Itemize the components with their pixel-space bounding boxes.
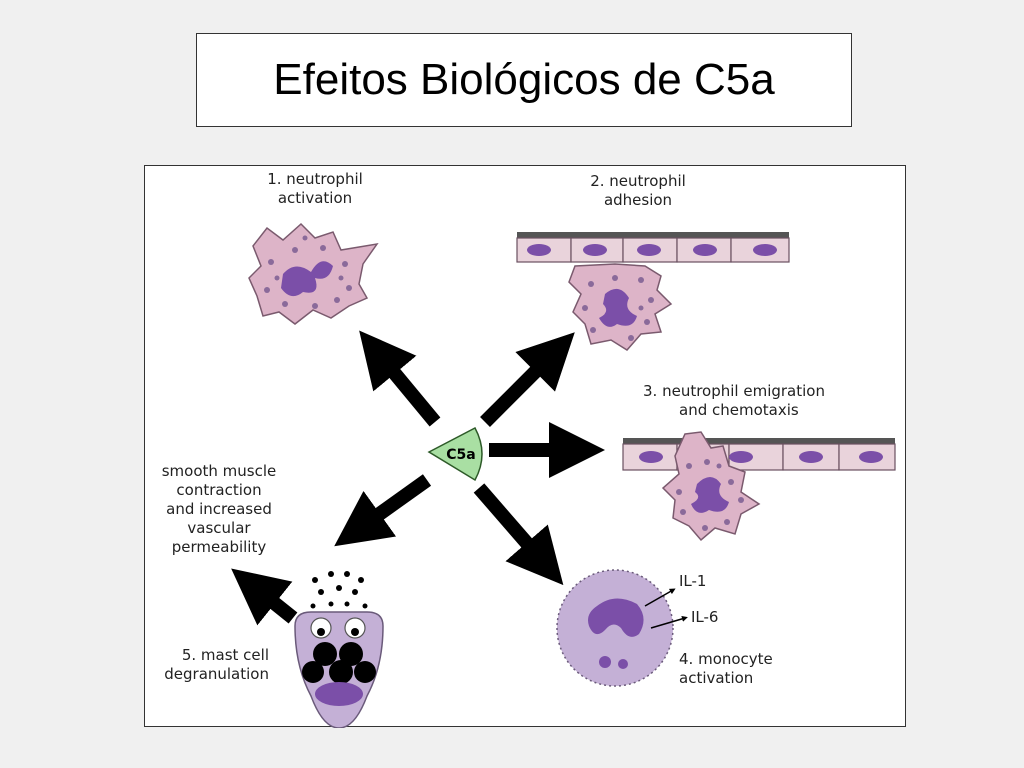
c5a-molecule: C5a (427, 426, 483, 482)
label-neutrophil-emigration: 3. neutrophil emigration and chemotaxis (643, 382, 825, 420)
activated-neutrophil (248, 222, 379, 325)
slide-title: Efeitos Biológicos de C5a (273, 55, 775, 104)
label-il1: IL-1 (679, 572, 707, 590)
mast-cell (294, 571, 384, 728)
emigration-endothelium (622, 438, 896, 471)
label-activation-line2: activation (277, 189, 353, 207)
arrow-mast-to-smooth (231, 568, 298, 626)
label-mast-line2: degranulation (164, 665, 269, 683)
c5a-label: C5a (446, 447, 475, 463)
monocyte (556, 569, 688, 687)
label-neutrophil-adhesion: 2. neutrophil adhesion (573, 172, 703, 210)
arrow-to-smooth-muscle (334, 474, 432, 547)
arrow-to-monocyte (473, 483, 564, 586)
arrow-to-activation (359, 330, 441, 427)
label-il6: IL-6 (691, 608, 719, 626)
label-adhesion-line2: adhesion (603, 191, 673, 209)
adhesion-endothelium (516, 232, 790, 263)
label-monocyte-line1: 4. monocyte (679, 650, 773, 668)
adhered-neutrophil (568, 263, 673, 351)
label-smooth-line2: contraction (176, 481, 262, 499)
c5a-diagram: C5a 1. neutrophil activation 2. neutroph… (144, 165, 906, 728)
arrow-to-adhesion (480, 332, 575, 427)
label-emigration-line2: and chemotaxis (679, 401, 799, 419)
label-mast-cell: 5. mast cell degranulation (151, 646, 269, 684)
diagram-canvas: C5a (231, 222, 896, 728)
label-monocyte-activation: 4. monocyte activation (679, 650, 773, 688)
title-box: Efeitos Biológicos de C5a (196, 33, 852, 127)
label-smooth-line4: vascular (187, 519, 251, 537)
label-emigration-line1: 3. neutrophil emigration (643, 382, 825, 400)
label-activation-line1: 1. neutrophil (267, 170, 363, 188)
label-smooth-line1: smooth muscle (161, 462, 277, 480)
label-mast-line1: 5. mast cell (181, 646, 269, 664)
emigrating-neutrophil (661, 431, 761, 542)
label-neutrophil-activation: 1. neutrophil activation (245, 170, 385, 208)
label-monocyte-line2: activation (679, 669, 754, 687)
label-adhesion-line1: 2. neutrophil (590, 172, 686, 190)
arrows (231, 330, 605, 626)
label-smooth-line5: permeability (171, 538, 267, 556)
label-smooth-line3: and increased (166, 500, 272, 518)
label-smooth-muscle: smooth muscle contraction and increased … (151, 462, 287, 557)
